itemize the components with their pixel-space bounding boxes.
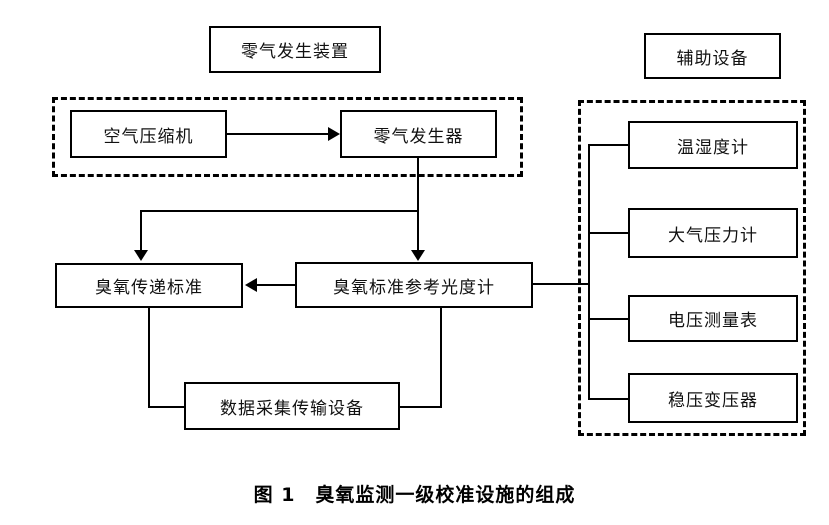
connector-generator-to-transfer-standard — [140, 210, 142, 252]
auxiliary-stub-voltage-stabilizer — [588, 398, 630, 400]
connector-photometer-to-transfer-standard — [257, 284, 297, 286]
auxiliary-group-title-box: 辅助设备 — [644, 33, 781, 79]
connector-generator-split-bar — [140, 210, 419, 212]
connector-photometer-to-data-acquisition-horizontal — [398, 406, 442, 408]
zero-air-group-title-box: 零气发生装置 — [209, 26, 381, 73]
auxiliary-bus-trunk — [588, 145, 590, 399]
auxiliary-group-panel — [578, 100, 806, 436]
ozone-transfer-standard-box: 臭氧传递标准 — [55, 263, 243, 308]
arrowhead-photometer-to-transfer-standard — [245, 278, 257, 292]
zero-air-generator-box: 零气发生器 — [340, 110, 497, 158]
arrowhead-generator-to-transfer-standard — [134, 250, 148, 261]
connector-generator-down — [417, 158, 419, 212]
connector-transfer-standard-to-data-acquisition-vertical — [148, 308, 150, 408]
connector-photometer-to-data-acquisition-vertical — [440, 308, 442, 408]
auxiliary-stub-barometer — [588, 232, 630, 234]
data-acquisition-box: 数据采集传输设备 — [184, 382, 400, 430]
connector-transfer-standard-to-data-acquisition-horizontal — [148, 406, 186, 408]
connector-auxiliary-to-photometer — [531, 283, 590, 285]
thermo-hygrometer-box: 温湿度计 — [628, 121, 798, 169]
arrowhead-compressor-to-generator — [328, 127, 340, 141]
ozone-reference-photometer-box: 臭氧标准参考光度计 — [295, 262, 533, 308]
arrowhead-generator-to-photometer — [411, 250, 425, 261]
auxiliary-stub-thermo-hygrometer — [588, 144, 630, 146]
barometer-box: 大气压力计 — [628, 208, 798, 258]
connector-compressor-to-generator — [227, 133, 328, 135]
zero-air-group-panel — [52, 97, 523, 177]
voltmeter-box: 电压测量表 — [628, 295, 798, 342]
air-compressor-box: 空气压缩机 — [70, 110, 227, 158]
connector-generator-to-photometer — [417, 210, 419, 252]
auxiliary-stub-voltmeter — [588, 318, 630, 320]
voltage-stabilizer-box: 稳压变压器 — [628, 373, 798, 423]
figure-caption: 图 1 臭氧监测一级校准设施的组成 — [253, 484, 576, 506]
